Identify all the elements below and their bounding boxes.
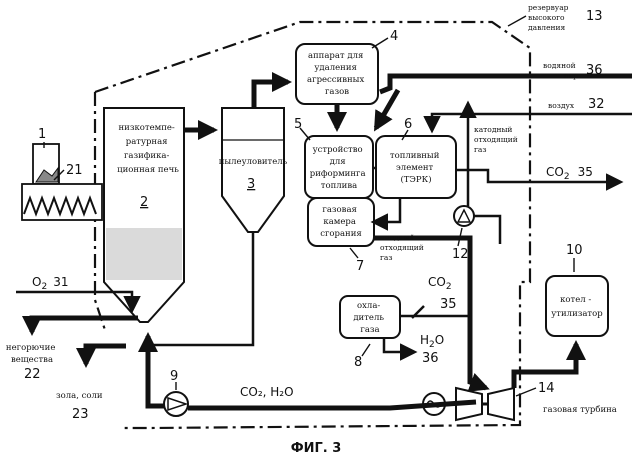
fuelcell-to-combustor-flow (370, 198, 402, 231)
compressor-number: 12 (452, 247, 469, 262)
co2-cooler-label: CO2 (428, 275, 452, 292)
steam-number: 36 (586, 63, 603, 78)
cyclone-to-removal-flow (251, 72, 292, 108)
oxygen-inlet-flow (16, 290, 141, 314)
recycle-to-furnace-flow (138, 332, 164, 409)
cyclone-number: 3 (247, 177, 255, 192)
feeder-leader (53, 169, 65, 181)
air-number: 32 (588, 97, 605, 112)
waste-heat-boiler (545, 275, 609, 337)
furnace-number: 2 (140, 195, 148, 210)
ash-number: 23 (72, 407, 89, 422)
fuel-cell-number: 6 (404, 117, 412, 132)
boiler-label: котел - утилизатор (551, 295, 603, 319)
furnace-label: низкотемпе- ратурная газифика- ционная п… (117, 123, 179, 175)
co2-cooler-number: 35 (440, 297, 457, 312)
steam-inlet-line (379, 73, 632, 95)
combustion-chamber-number: 7 (356, 259, 364, 274)
pump-number: 9 (170, 369, 178, 384)
gas-cooler-number: 8 (354, 355, 362, 370)
recycle-label: CO₂, H₂O (240, 385, 294, 399)
turbine-label: газовая турбина (543, 404, 617, 415)
turbine-number: 14 (538, 381, 555, 396)
turbine-leader (515, 387, 537, 397)
gas-cooler-label: охла- дитель газа (353, 301, 386, 335)
reservoir-label: резервуар высокого давления (528, 3, 571, 32)
water-label: H2O (420, 333, 444, 350)
incombustible-number: 22 (24, 367, 41, 382)
reformer-leader (299, 127, 311, 141)
water-number: 36 (422, 351, 439, 366)
turbine-to-boiler-flow (511, 340, 586, 388)
figure-title: ФИГ. 3 (291, 441, 342, 456)
co2-export-flow (456, 168, 624, 191)
removal-leader (371, 37, 389, 49)
removal-apparatus-label: аппарат для удаления агрессивных газов (307, 51, 367, 97)
hopper-number: 1 (38, 127, 46, 142)
combustor-to-turbine-flow (374, 235, 490, 392)
gas-turbine (446, 386, 515, 422)
cyclone-label: пылеуловитель (219, 157, 288, 167)
compressor-branch-flow (474, 214, 502, 244)
air-label: воздух (548, 101, 575, 110)
cathode-offgas-label: катодный отходящий газ (474, 125, 520, 154)
fuel-cell-leader (401, 129, 409, 141)
steam-to-reformer-flow (373, 88, 401, 132)
pump-icon (167, 396, 189, 412)
removal-apparatus-number: 4 (390, 29, 398, 44)
gasification-furnace (103, 107, 185, 323)
anode-offgas-label: анодный отходящий газ (380, 233, 426, 262)
feeder-number: 21 (66, 163, 83, 178)
cyclone-return-flow (150, 232, 255, 347)
compressor-icon (456, 208, 472, 223)
turbine-exhaust-recycle-flow (188, 399, 477, 411)
gas-cooler-leader (361, 343, 371, 357)
reformer-label: устройство для риформинга топлива (310, 145, 368, 191)
air-inlet-flow (423, 112, 632, 134)
ash-outlet-flow (76, 343, 126, 368)
reformer-number: 5 (294, 117, 302, 132)
water-outlet-flow (382, 338, 418, 361)
combustion-chamber-label: газовая камера сгорания (320, 205, 362, 239)
co2-cooler-tick (411, 305, 425, 319)
fuel-cell-label: топливный элемент (ТЭРК) (390, 151, 442, 185)
reservoir-number: 13 (586, 9, 603, 24)
hopper (21, 143, 103, 221)
reservoir-boundary (94, 20, 532, 430)
combustion-leader (349, 247, 359, 259)
ash-label: зола, соли (56, 391, 103, 401)
incombustible-outlet-flow (22, 315, 138, 336)
reservoir-leader (507, 15, 527, 27)
cyclone (221, 107, 285, 233)
boiler-number: 10 (566, 243, 583, 258)
steam-label: водяной пар (543, 61, 578, 80)
incombustible-label: негорючие вещества (6, 343, 58, 365)
